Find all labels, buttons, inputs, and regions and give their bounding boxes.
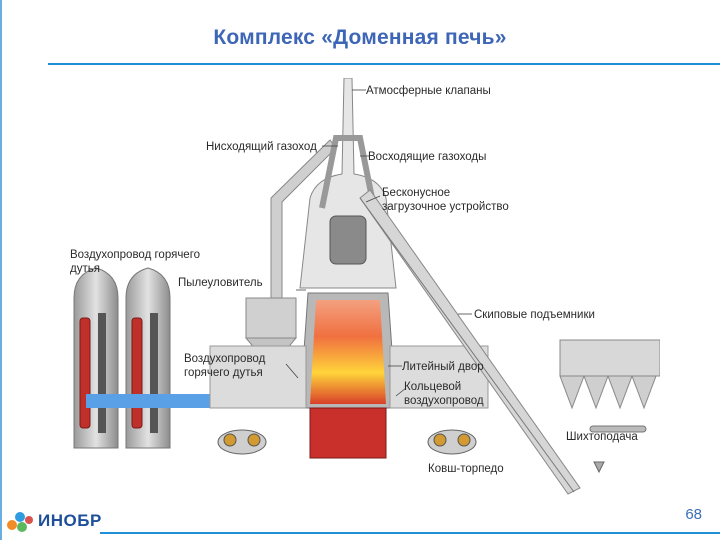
label-skip: Скиповые подъемники	[474, 309, 595, 321]
charge-bins	[559, 339, 660, 474]
torpedo-car-left	[217, 429, 267, 455]
title-divider	[48, 63, 720, 65]
label-torpedo: Ковш-торпедо	[428, 463, 504, 475]
leader-lines	[285, 89, 472, 397]
skip-hoist	[359, 189, 581, 495]
label-hot-blast-main-2: горячего дутья	[184, 367, 263, 379]
label-bellless-2: загрузочное устройство	[382, 201, 509, 213]
label-hot-air-1: Воздухопровод горячего	[70, 249, 200, 261]
label-up-gas: Восходящие газоходы	[368, 151, 486, 163]
label-hot-air-2: дутья	[70, 263, 100, 275]
label-atm-valves: Атмосферные клапаны	[366, 85, 491, 97]
left-accent-line	[0, 0, 2, 540]
inobr-logo: ИНОБР	[6, 508, 116, 536]
stove-right	[125, 267, 171, 449]
label-charge-feed: Шихтоподача	[566, 431, 638, 443]
page-number: 68	[685, 506, 702, 523]
blast-furnace-diagram: Атмосферные клапаны Нисходящий газоход В…	[60, 78, 660, 495]
label-ring-1: Кольцевой	[404, 381, 461, 393]
label-ring-2: воздухопровод	[404, 395, 484, 407]
torpedo-car-right	[427, 429, 477, 455]
cast-house-left	[209, 345, 307, 409]
logo-dots-icon	[7, 512, 33, 532]
furnace-body	[293, 292, 403, 459]
label-bellless-1: Бесконусное	[382, 187, 450, 199]
label-down-gas: Нисходящий газоход	[206, 141, 317, 153]
label-dust-catcher: Пылеуловитель	[178, 277, 263, 289]
label-cast-house: Литейный двор	[402, 361, 484, 373]
footer-divider	[100, 532, 720, 534]
label-hot-blast-main-1: Воздухопровод	[184, 353, 266, 365]
stove-left	[73, 267, 119, 449]
furnace-shell	[299, 78, 397, 289]
slide-title: Комплекс «Доменная печь»	[213, 26, 507, 49]
logo-text: ИНОБР	[38, 511, 102, 530]
